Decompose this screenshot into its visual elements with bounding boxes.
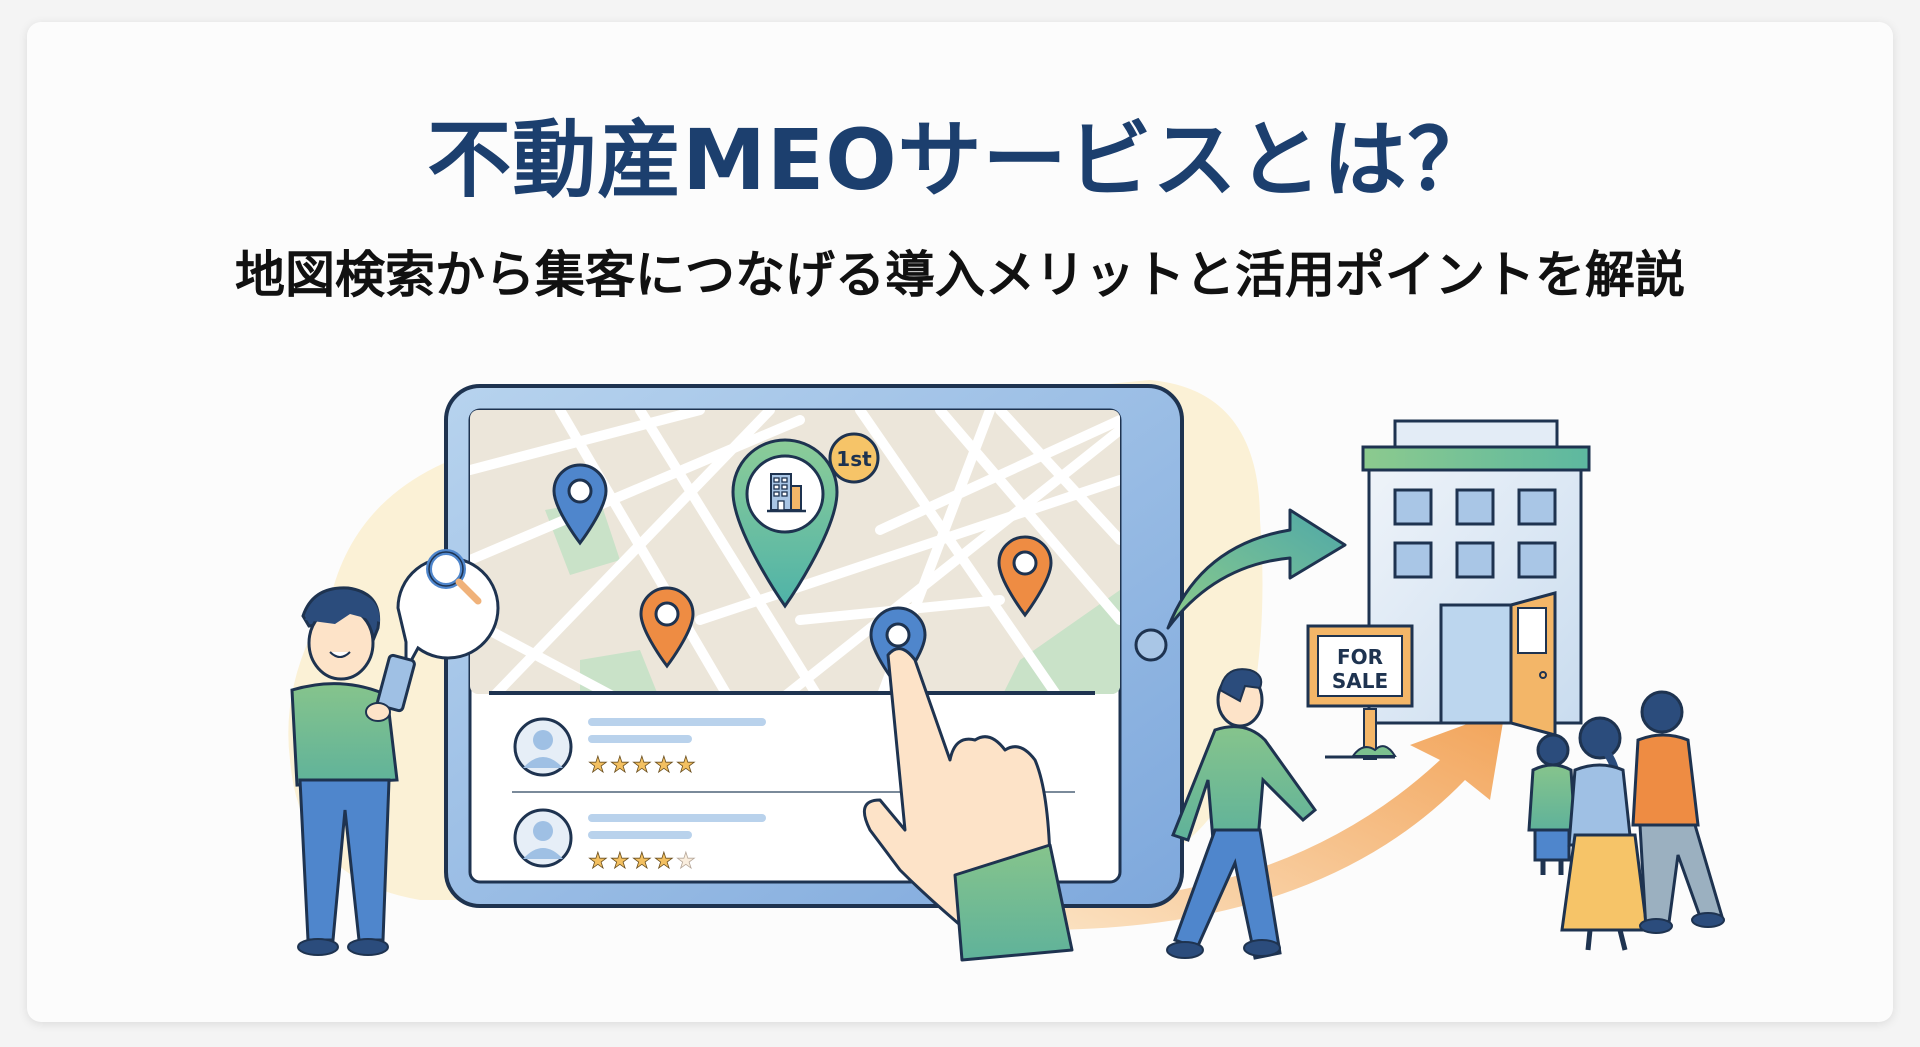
review-item[interactable]: ★★★★★ [513, 717, 766, 779]
building-icon [767, 473, 806, 513]
svg-text:★: ★ [632, 849, 652, 874]
svg-text:FOR: FOR [1337, 645, 1383, 669]
svg-text:★: ★ [588, 849, 608, 874]
tablet: 1st ★★★★★ ★★★★★ [444, 384, 1184, 908]
map-pin-orange[interactable] [997, 535, 1053, 618]
svg-text:★: ★ [610, 849, 630, 874]
star-rating-5: ★★★★★ [588, 753, 697, 779]
map-pin-blue[interactable] [552, 463, 608, 546]
tablet-home-button [1134, 628, 1168, 662]
svg-text:★: ★ [654, 753, 674, 778]
person-walking [1166, 668, 1318, 960]
map-pin-orange[interactable] [639, 586, 695, 669]
real-estate-building [1361, 419, 1591, 737]
map-pin-featured[interactable]: 1st [731, 432, 880, 609]
page-title: 不動産MEOサービスとは？ [427, 111, 1493, 209]
svg-text:★: ★ [610, 753, 630, 778]
for-sale-sign: FOR SALE [1306, 624, 1414, 760]
svg-text:★: ★ [676, 849, 696, 874]
rank-badge [828, 432, 880, 484]
family-visitors [1527, 690, 1725, 951]
search-icon [426, 549, 482, 605]
review-item[interactable]: ★★★★★ [513, 808, 766, 875]
svg-text:★: ★ [588, 753, 608, 778]
svg-text:★: ★ [632, 753, 652, 778]
svg-text:★: ★ [654, 849, 674, 874]
svg-text:SALE: SALE [1332, 669, 1388, 693]
star-rating-4: ★★★★★ [588, 849, 697, 875]
green-arrow-icon [1166, 508, 1347, 630]
svg-text:★: ★ [676, 753, 696, 778]
person-searching-on-phone [290, 549, 500, 956]
rank-badge-label: 1st [836, 447, 872, 471]
pointing-hand-icon [862, 647, 1074, 962]
page-subtitle: 地図検索から集客につなげる導入メリットと活用ポイントを解説 [235, 246, 1685, 304]
